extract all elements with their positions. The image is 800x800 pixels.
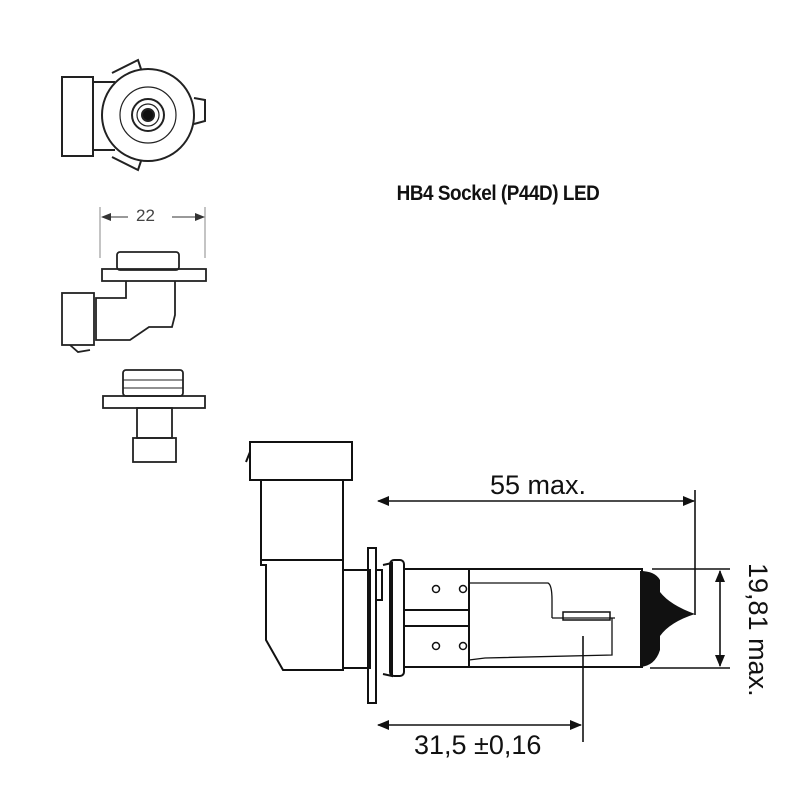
bulb-tip bbox=[640, 571, 695, 667]
page-title: HB4 Sockel (P44D) LED bbox=[396, 182, 600, 205]
dimension-length-label: 55 max. bbox=[490, 470, 587, 500]
dimension-width-label: 22 bbox=[136, 206, 155, 225]
dimension-lines bbox=[377, 490, 730, 742]
top-view bbox=[61, 58, 206, 172]
dimension-light-center-label: 31,5 ±0,16 bbox=[414, 730, 542, 760]
front-view bbox=[102, 369, 206, 463]
dimension-diameter-label: 19,81 max. bbox=[743, 563, 773, 697]
bulb-side-view bbox=[245, 441, 643, 704]
side-view bbox=[61, 207, 207, 353]
